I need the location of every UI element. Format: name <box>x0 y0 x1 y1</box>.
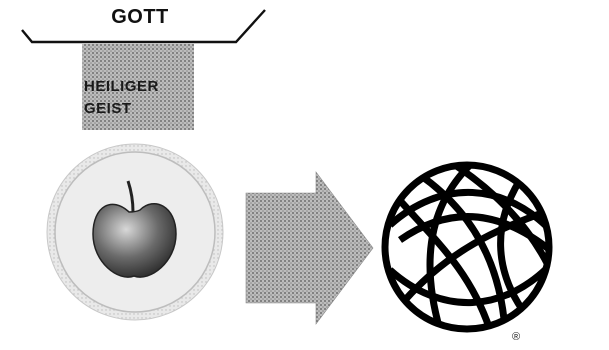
apple-plate-icon <box>47 144 223 320</box>
registered-mark: ® <box>512 331 520 343</box>
label-geist: GEIST <box>84 98 194 120</box>
label-heiliger-geist: HEILIGER GEIST <box>84 76 194 120</box>
globe-logo-icon <box>385 165 555 330</box>
label-gott: GOTT <box>100 6 180 29</box>
label-heiliger: HEILIGER <box>84 76 194 98</box>
arrow-right-icon <box>246 172 373 324</box>
